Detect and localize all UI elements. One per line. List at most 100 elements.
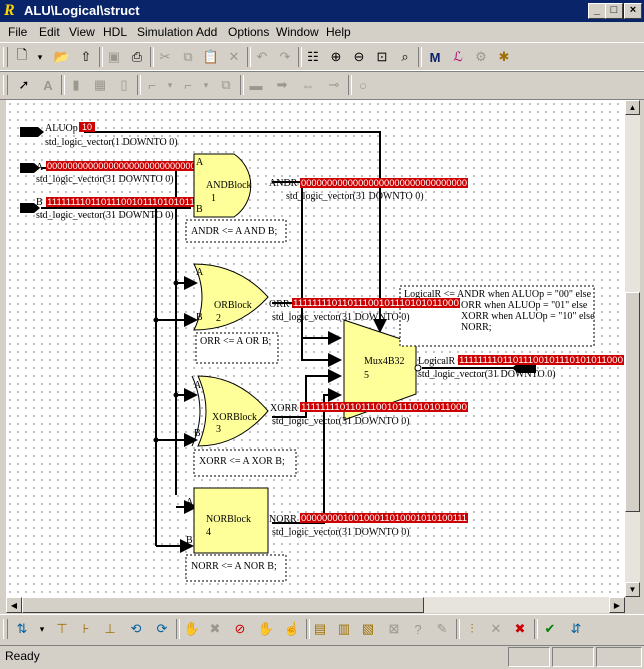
aluop-port-icon[interactable] (20, 127, 44, 137)
scroll-up-button[interactable]: ▲ (625, 100, 640, 115)
check-icon[interactable]: ✔ (544, 621, 556, 636)
hand-icon[interactable]: ✋ (183, 621, 201, 636)
vertical-scrollbar[interactable]: ▲ ▼ (625, 100, 640, 597)
pencil-icon[interactable]: ✎ (436, 621, 448, 636)
menu-simulation[interactable]: Simulation (137, 25, 194, 39)
xor-code-box[interactable] (193, 449, 297, 477)
zoom-out-icon[interactable]: ⊖ (353, 49, 365, 64)
toolbar-grip[interactable] (3, 619, 8, 639)
delete-icon[interactable]: ✕ (228, 49, 240, 64)
minimize-button[interactable]: _ (588, 3, 606, 19)
horizontal-scroll-thumb[interactable] (22, 597, 424, 613)
clear-icon[interactable]: ⊠ (388, 621, 400, 636)
menu-edit[interactable]: Edit (39, 25, 60, 39)
vertical-scroll-thumb[interactable] (625, 292, 640, 512)
flip-horizontal-icon[interactable]: ⟳ (156, 621, 168, 636)
port-out-icon[interactable]: ➡ (276, 77, 288, 92)
hand-select-icon[interactable]: ☝ (283, 621, 301, 636)
zoom-in-icon[interactable]: ⊕ (330, 49, 342, 64)
menu-options[interactable]: Options (228, 25, 270, 39)
standard-toolbar: 🗋 ▾ 📂 ⇧ ▣ ⎙ ✂ ⧉ 📋 ✕ ↶ ↷ ☷ ⊕ ⊖ ⊡ ⌕ M ℒ ⚙ … (0, 42, 644, 72)
or-code-box[interactable] (195, 332, 279, 364)
save-icon[interactable]: ▣ (107, 49, 121, 64)
up-folder-icon[interactable]: ⇧ (80, 49, 92, 64)
port-in-icon[interactable]: ▬ (249, 77, 263, 93)
table-icon[interactable]: ▤ (313, 621, 327, 636)
align-middle-icon[interactable]: ⊦ (82, 621, 90, 636)
embedded-block-icon[interactable]: ▯ (120, 77, 128, 92)
synthesis-icon[interactable]: ℒ (453, 49, 463, 64)
wire-dropdown-icon[interactable]: ▾ (167, 79, 173, 90)
mux-block[interactable]: Mux4B32 5 (343, 319, 422, 421)
delete-red-icon[interactable]: ✖ (514, 621, 526, 636)
hand-blue-icon[interactable]: ✋ (257, 621, 275, 636)
cross-probe-icon[interactable]: ✖ (209, 621, 221, 636)
hierarchy-icon[interactable]: ⚙ (475, 49, 487, 64)
a-port-icon[interactable] (20, 163, 40, 173)
block-tool-icon[interactable]: ▮ (72, 77, 80, 92)
modelsim-icon[interactable]: M (429, 49, 441, 65)
new-dropdown-icon[interactable]: ▾ (37, 51, 43, 62)
nor-code-box[interactable] (185, 554, 287, 582)
logicalr-port-icon[interactable] (512, 363, 536, 373)
close-button[interactable]: × (624, 3, 642, 19)
copy-icon[interactable]: ⧉ (183, 49, 193, 64)
scroll-down-button[interactable]: ▼ (625, 582, 640, 597)
select-pointer-icon[interactable]: ➚ (18, 77, 30, 92)
bus-ripper-icon[interactable]: ⫶ (470, 621, 474, 636)
or-block[interactable]: ORBlock 2 (193, 263, 269, 331)
menu-help[interactable]: Help (326, 25, 351, 39)
menu-view[interactable]: View (69, 25, 95, 39)
bus-tool-icon[interactable]: ⌐ (184, 77, 192, 93)
menu-window[interactable]: Window (276, 25, 319, 39)
paste-icon[interactable]: 📋 (202, 49, 220, 64)
properties-icon[interactable]: ☷ (307, 49, 319, 64)
b-port-icon[interactable] (20, 203, 40, 213)
sort-icon[interactable]: ⇅ (16, 621, 28, 636)
port-inout-icon[interactable]: ⇔ (301, 77, 315, 93)
or-block-num: 2 (216, 313, 221, 324)
menu-add[interactable]: Add (196, 25, 218, 39)
and-block[interactable]: ANDBlock 1 (193, 153, 252, 218)
flip-vertical-icon[interactable]: ⟲ (130, 621, 142, 636)
menu-hdl[interactable]: HDL (103, 25, 128, 39)
zoom-select-icon[interactable]: ⌕ (401, 49, 409, 64)
toolbar-grip[interactable] (3, 75, 8, 95)
table-split-icon[interactable]: ▧ (361, 621, 375, 636)
diagram-canvas[interactable]: ALUOp 10 std_logic_vector(1 DOWNTO 0) A … (6, 100, 625, 597)
and-code-box[interactable] (185, 219, 287, 243)
open-folder-icon[interactable]: 📂 (53, 49, 71, 64)
bundle-tool-icon[interactable]: ⧉ (221, 77, 231, 92)
dataflow-icon[interactable]: ⇵ (570, 621, 582, 636)
sort-dropdown-icon[interactable]: ▾ (39, 623, 45, 634)
print-icon[interactable]: ⎙ (131, 49, 143, 64)
scroll-left-button[interactable]: ◀ (6, 597, 22, 613)
mux-block-name: Mux4B32 (364, 356, 405, 367)
stop-icon[interactable]: ⊘ (234, 621, 246, 636)
new-icon[interactable]: 🗋 (16, 47, 28, 62)
nor-block[interactable]: NORBlock 4 (193, 487, 269, 554)
text-tool-icon[interactable]: A (43, 77, 53, 93)
redo-icon[interactable]: ↷ (279, 49, 291, 64)
zoom-fit-icon[interactable]: ⊡ (376, 49, 388, 64)
scroll-right-button[interactable]: ▶ (609, 597, 625, 613)
table-arrow-icon[interactable]: ▥ (337, 621, 351, 636)
circle-tool-icon[interactable]: ○ (359, 77, 367, 93)
component-tool-icon[interactable]: ▦ (93, 77, 107, 92)
generate-icon[interactable]: ✱ (498, 49, 510, 64)
mux-code-box[interactable] (399, 285, 595, 347)
help-icon[interactable]: ? (414, 621, 422, 637)
menu-file[interactable]: File (8, 25, 28, 39)
toolbar-grip[interactable] (3, 47, 8, 67)
xor-block[interactable]: XORBlock 3 (191, 375, 269, 447)
bus-dropdown-icon[interactable]: ▾ (203, 79, 209, 90)
wire-tool-icon[interactable]: ⌐ (148, 77, 156, 93)
maximize-button[interactable]: □ (605, 3, 623, 19)
horizontal-scrollbar[interactable]: ◀ ▶ (6, 597, 625, 613)
cut-icon[interactable]: ✂ (159, 49, 171, 64)
wire-cross-icon[interactable]: ✕ (490, 621, 502, 636)
port-buffer-icon[interactable]: ⊸ (328, 77, 340, 92)
align-top-icon[interactable]: ⊤ (56, 621, 68, 636)
align-bottom-icon[interactable]: ⊥ (104, 621, 116, 636)
undo-icon[interactable]: ↶ (256, 49, 268, 64)
